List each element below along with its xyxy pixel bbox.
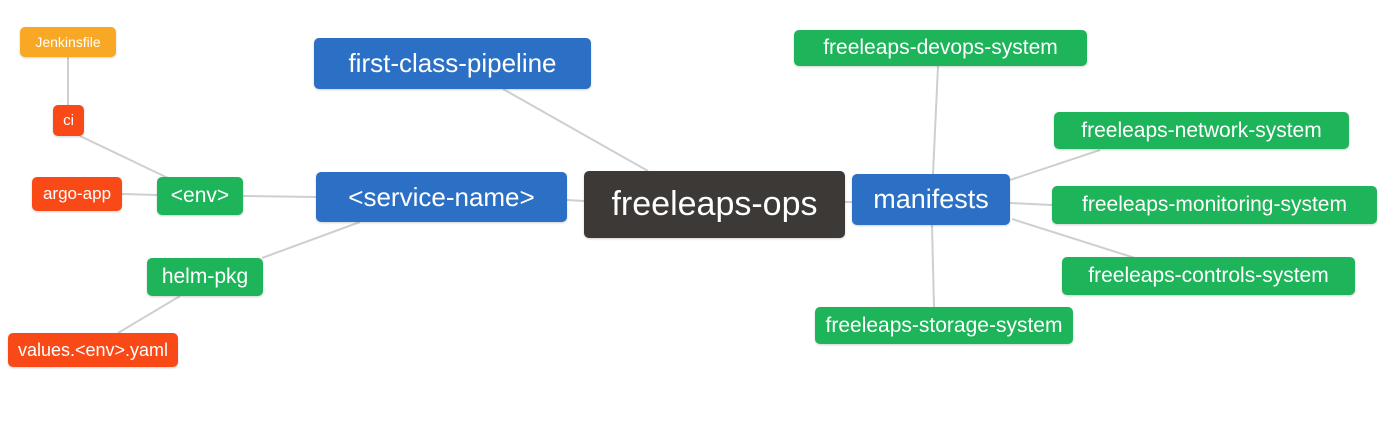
node-storage-system-label: freeleaps-storage-system: [825, 313, 1063, 337]
node-devops-system-label: freeleaps-devops-system: [823, 36, 1058, 59]
node-env-label: <env>: [170, 184, 230, 207]
node-first-class-pipeline-label: first-class-pipeline: [348, 48, 557, 78]
node-jenkinsfile[interactable]: Jenkinsfile: [20, 27, 116, 57]
node-controls-system[interactable]: freeleaps-controls-system: [1062, 257, 1355, 295]
node-argo-app[interactable]: argo-app: [32, 177, 122, 211]
edge-service-name-to-freeleaps-ops: [566, 199, 585, 202]
edge-service-name-to-helm-pkg: [261, 221, 361, 259]
node-monitoring-system[interactable]: freeleaps-monitoring-system: [1052, 186, 1377, 224]
node-monitoring-system-label: freeleaps-monitoring-system: [1082, 193, 1347, 216]
node-values-env-yaml[interactable]: values.<env>.yaml: [8, 333, 178, 367]
node-devops-system[interactable]: freeleaps-devops-system: [794, 30, 1087, 66]
node-network-system[interactable]: freeleaps-network-system: [1054, 112, 1349, 149]
edge-env-to-service-name: [242, 195, 317, 198]
node-ci-label: ci: [63, 112, 74, 129]
node-env[interactable]: <env>: [157, 177, 243, 215]
edge-helm-pkg-to-values-env-yaml: [117, 295, 181, 334]
node-freeleaps-ops-label: freeleaps-ops: [611, 185, 818, 223]
node-storage-system[interactable]: freeleaps-storage-system: [815, 307, 1073, 344]
edge-manifests-to-controls-system: [1011, 218, 1136, 259]
node-helm-pkg[interactable]: helm-pkg: [147, 258, 263, 296]
edge-manifests-to-network-system: [1009, 149, 1101, 181]
node-freeleaps-ops[interactable]: freeleaps-ops: [584, 171, 845, 238]
node-helm-pkg-label: helm-pkg: [161, 265, 249, 288]
node-argo-app-label: argo-app: [42, 184, 112, 203]
edge-manifests-to-monitoring-system: [1009, 202, 1053, 206]
node-jenkinsfile-label: Jenkinsfile: [35, 34, 101, 50]
node-manifests-label: manifests: [873, 184, 989, 214]
edge-manifests-to-devops-system: [932, 65, 939, 175]
node-service-name[interactable]: <service-name>: [316, 172, 567, 222]
edge-first-class-pipeline-to-freeleaps-ops: [502, 88, 649, 172]
edge-argo-app-to-env: [121, 193, 158, 196]
node-first-class-pipeline[interactable]: first-class-pipeline: [314, 38, 591, 89]
edge-manifests-to-storage-system: [931, 224, 935, 308]
node-service-name-label: <service-name>: [348, 181, 535, 212]
node-network-system-label: freeleaps-network-system: [1081, 118, 1322, 142]
edge-ci-to-env: [79, 135, 169, 179]
node-controls-system-label: freeleaps-controls-system: [1088, 264, 1329, 287]
node-values-env-yaml-label: values.<env>.yaml: [17, 339, 169, 360]
node-manifests[interactable]: manifests: [852, 174, 1010, 225]
node-ci[interactable]: ci: [53, 105, 84, 136]
